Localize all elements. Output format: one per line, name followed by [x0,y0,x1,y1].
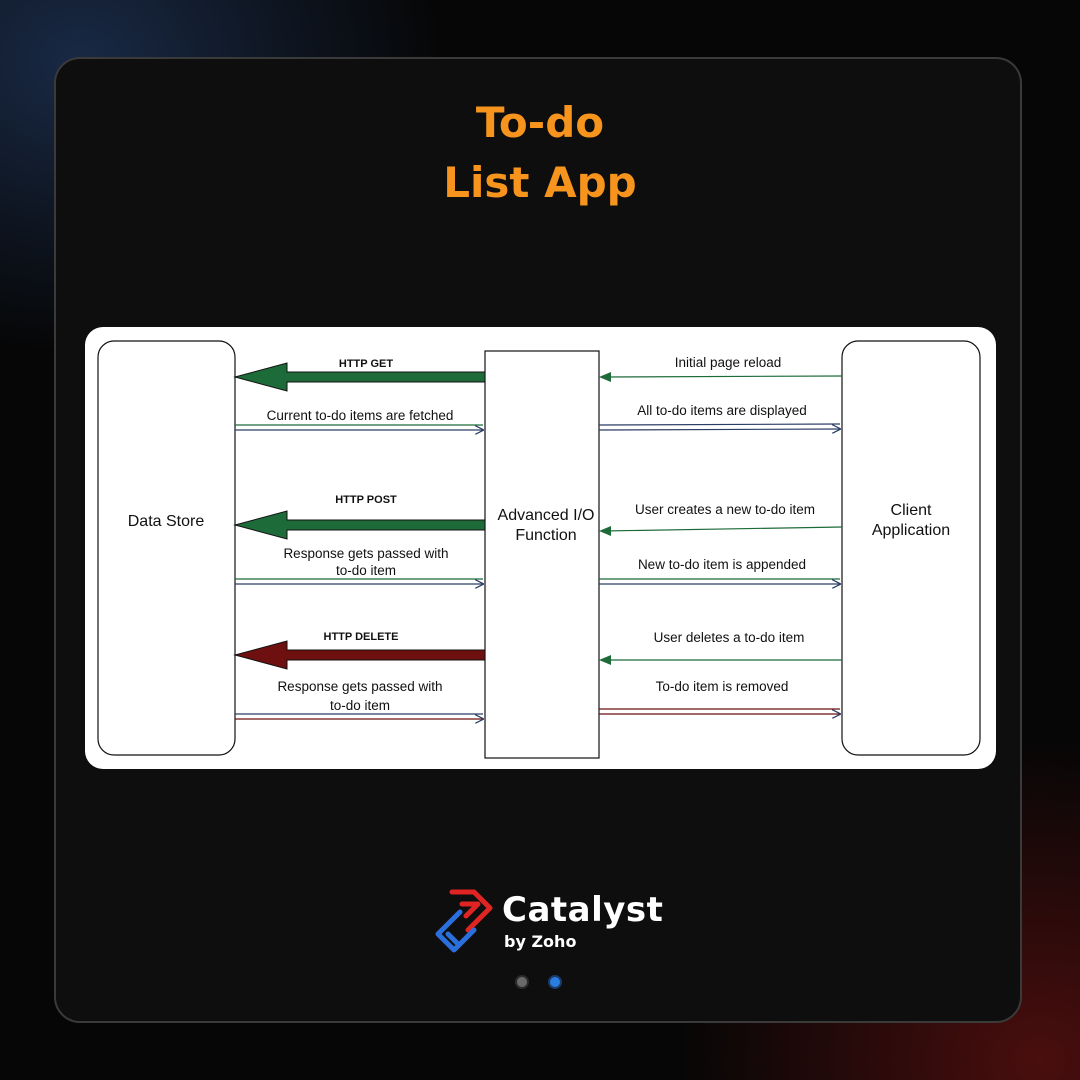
client-application-label-line-2: Application [872,522,950,539]
diagram-panel: Data Store Advanced I/O Function Client … [85,327,996,769]
create-line [602,526,843,532]
create-label: User creates a new to-do item [635,502,815,517]
initial-reload-label: Initial page reload [675,355,782,370]
initial-reload-arrowhead [599,372,611,382]
architecture-diagram: Data Store Advanced I/O Function Client … [97,340,981,759]
advanced-io-function-box [484,350,600,759]
data-store-box [97,340,236,756]
displayed-line-1 [598,423,841,426]
displayed-line-2 [598,429,840,430]
http-post-arrow [233,510,486,540]
http-get-label: HTTP GET [339,358,393,370]
appended-label: New to-do item is appended [638,557,806,572]
pagination-dots [515,975,575,995]
page-title-line-1: To-do [475,98,605,147]
http-delete-arrow [233,640,486,670]
client-application-box [841,340,981,756]
page-dot-1[interactable] [515,975,529,989]
delete-response-label-line-2: to-do item [330,698,390,713]
post-response-label-line-2: to-do item [336,563,396,578]
http-delete-label: HTTP DELETE [324,631,399,643]
advanced-io-label-line-1: Advanced I/O [498,507,595,524]
delete-response-label-line-1: Response gets passed with [277,679,442,694]
create-arrowhead [599,526,611,536]
brand-name: Catalyst [502,890,664,930]
brand-subtitle: by Zoho [504,932,577,951]
displayed-label: All to-do items are displayed [637,403,807,418]
removed-label: To-do item is removed [656,679,789,694]
initial-reload-line [602,375,843,378]
delete-label: User deletes a to-do item [654,630,805,645]
client-application-label-line-1: Client [891,502,932,519]
page-title-line-2: List App [443,158,637,207]
catalyst-brand: Catalyst by Zoho [430,886,670,958]
data-store-label: Data Store [128,513,205,530]
delete-arrowhead [599,655,611,665]
catalyst-logo-icon [435,889,493,953]
page-dot-2-active[interactable] [548,975,562,989]
http-get-arrow [233,362,486,392]
http-post-label: HTTP POST [335,494,397,506]
post-response-label-line-1: Response gets passed with [283,546,448,561]
fetched-label: Current to-do items are fetched [267,408,454,423]
advanced-io-label-line-2: Function [515,527,576,544]
